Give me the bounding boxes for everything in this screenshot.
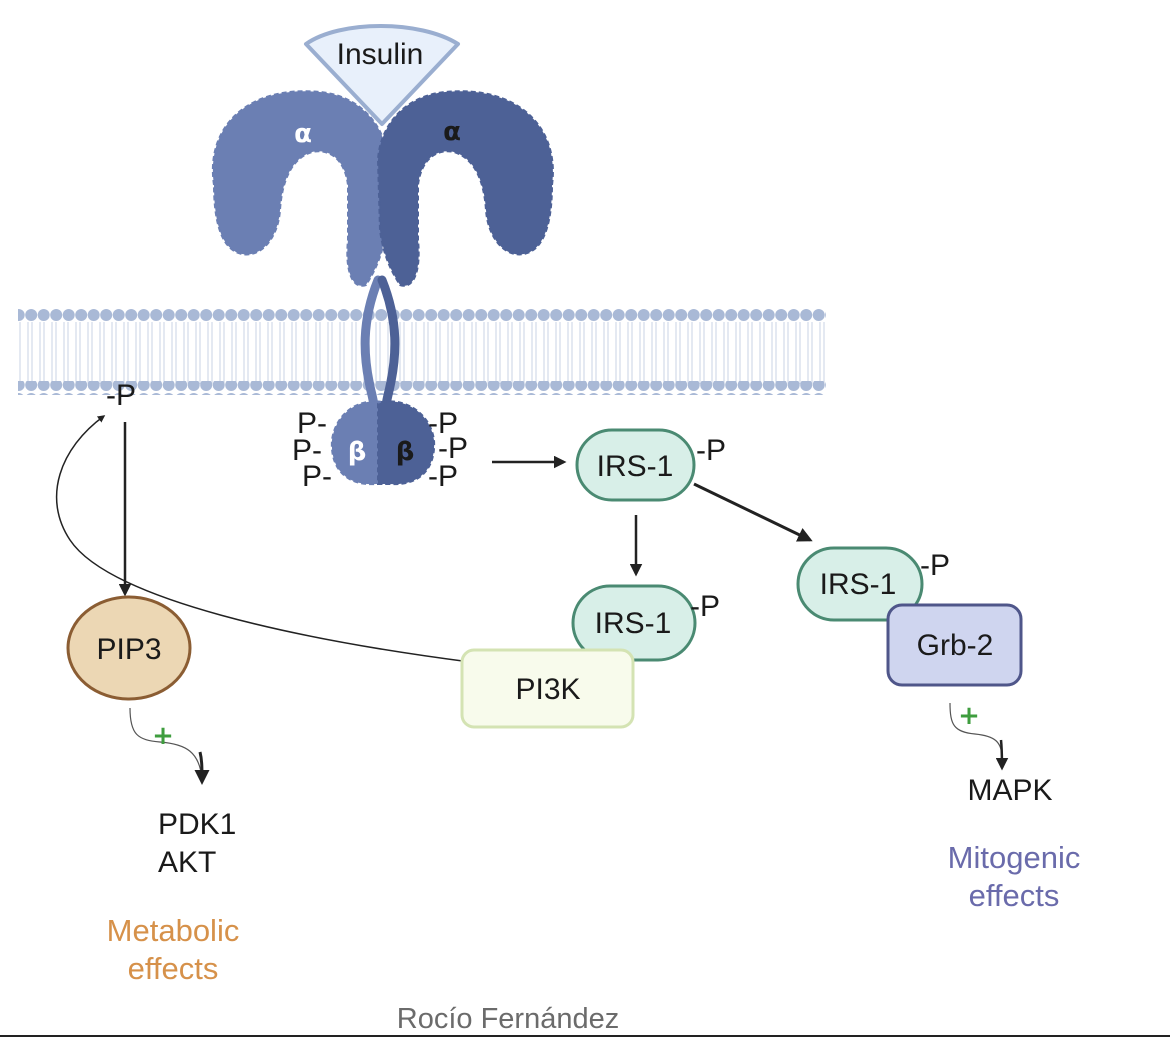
cell-membrane <box>18 308 826 395</box>
grb2-node: Grb-2 <box>886 603 1023 687</box>
pip3-node: PIP3 <box>66 595 192 701</box>
irs1-right-phospho: -P <box>920 549 950 582</box>
beta-subunit-right <box>377 400 436 486</box>
irs1-top-label: IRS-1 <box>597 450 674 483</box>
phospho-left-2: P- <box>292 434 322 467</box>
irs1-right-label: IRS-1 <box>820 568 897 601</box>
arrow-pip3-to-pdk1-head <box>194 751 210 785</box>
arrow-pi3k-to-membrane <box>55 415 471 663</box>
arrow-grb2-to-mapk-head <box>995 739 1009 771</box>
arrow-irs1-to-irs1-grb2 <box>693 482 813 542</box>
pip3-label: PIP3 <box>96 633 161 666</box>
phospho-left-1: P- <box>297 407 327 440</box>
arrow-grb2-to-mapk <box>949 702 1003 759</box>
insulin-label: Insulin <box>337 38 424 71</box>
arrow-pip3-to-pdk1 <box>129 707 203 781</box>
irs1-mid-phospho: -P <box>690 590 720 623</box>
metabolic-effects-line1: Metabolic <box>107 913 240 948</box>
alpha-subunit-right <box>377 90 554 287</box>
metabolic-effects-line2: effects <box>128 951 219 986</box>
mitogenic-effects-line2: effects <box>969 878 1060 913</box>
pi3k-label: PI3K <box>515 673 580 706</box>
membrane-phospho-label: -P <box>106 379 136 412</box>
beta-label-right: β <box>396 437 415 467</box>
akt-label: AKT <box>158 846 216 879</box>
beta-label-left: β <box>348 437 367 467</box>
mapk-label: MAPK <box>967 774 1052 807</box>
author-credit: Rocío Fernández <box>397 1003 619 1035</box>
insulin-receptor <box>211 90 554 486</box>
pi3k-node: PI3K <box>460 648 635 729</box>
alpha-label-right: α <box>443 117 461 147</box>
irs1-node-mid: IRS-1 <box>571 584 697 662</box>
mitogenic-effects-line1: Mitogenic <box>948 840 1081 875</box>
phospho-left-3: P- <box>302 460 332 493</box>
grb2-label: Grb-2 <box>917 629 994 662</box>
plus-sign-left: + <box>152 721 174 751</box>
phospho-right-2: -P <box>438 432 468 465</box>
irs1-top-phospho: -P <box>696 434 726 467</box>
pdk1-label: PDK1 <box>158 808 236 841</box>
phospho-right-3: -P <box>428 460 458 493</box>
phospho-right-1: -P <box>428 407 458 440</box>
irs1-node-top: IRS-1 <box>575 428 696 502</box>
beta-subunit-left <box>330 400 389 486</box>
alpha-label-left: α <box>294 119 312 149</box>
plus-sign-right: + <box>958 701 980 731</box>
irs1-node-right: IRS-1 <box>796 546 924 622</box>
insulin: Insulin <box>304 24 460 126</box>
irs1-mid-label: IRS-1 <box>595 607 672 640</box>
alpha-subunit-left <box>211 90 389 287</box>
